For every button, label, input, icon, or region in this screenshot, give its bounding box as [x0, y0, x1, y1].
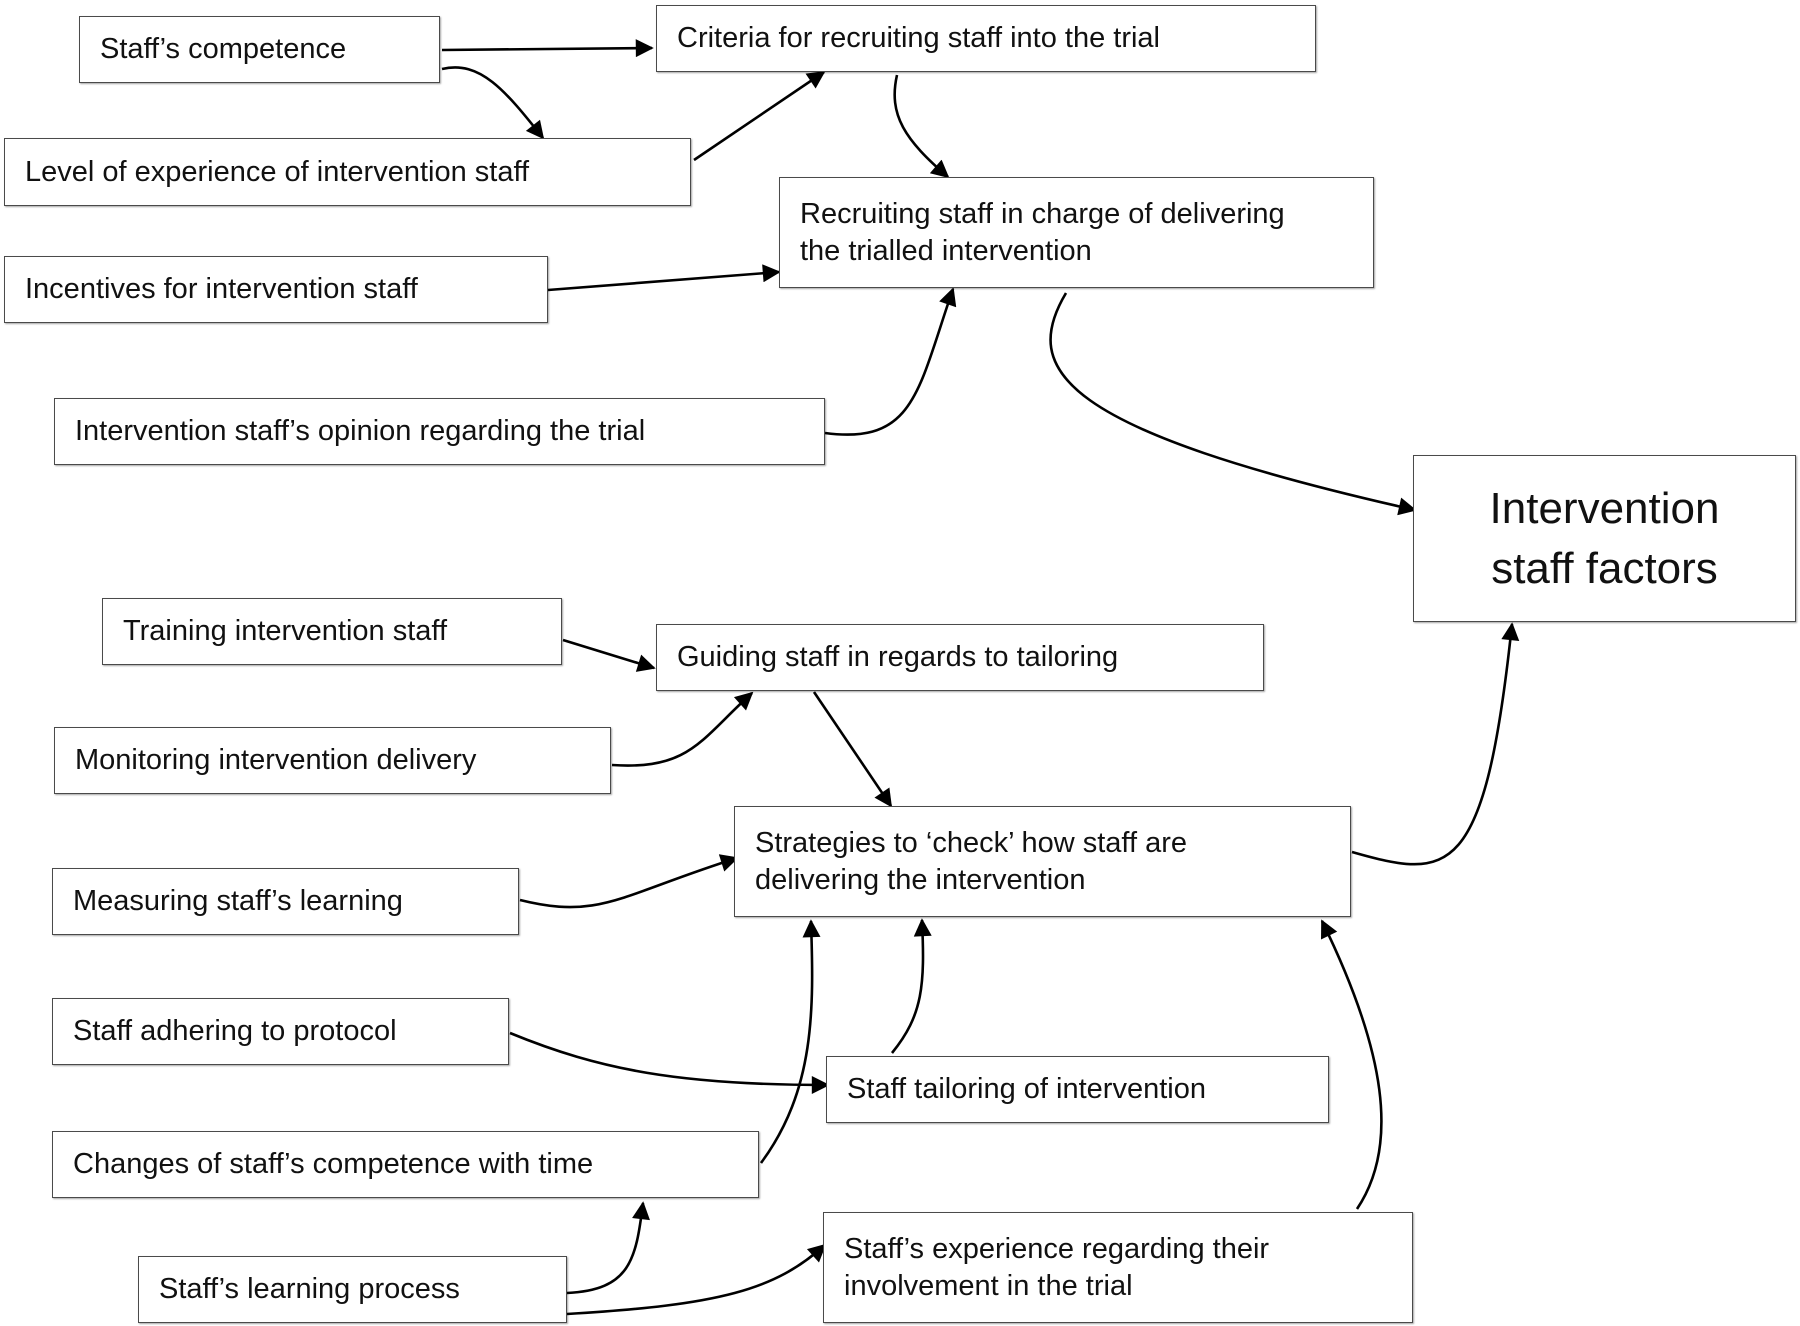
node-staff-tailoring: Staff tailoring of intervention — [826, 1056, 1329, 1123]
edge-guiding-to-strategies — [812, 691, 893, 808]
edge-competence-to-experience — [441, 66, 545, 140]
edge-criteria-to-recruiting — [893, 74, 950, 179]
node-label: Staff adhering to protocol — [73, 1015, 397, 1047]
edge-training-to-guiding — [562, 638, 656, 672]
edge-strategies-to-factors — [1351, 622, 1520, 866]
edge-tailoring-to-strategies — [890, 918, 932, 1054]
edge-adhering-to-tailoring — [509, 1031, 830, 1094]
node-changes-competence: Changes of staff’s competence with time — [52, 1131, 759, 1198]
node-label: Measuring staff’s learning — [73, 885, 403, 917]
node-adhering-protocol: Staff adhering to protocol — [52, 998, 509, 1065]
edge-recruiting-to-factors — [1049, 292, 1417, 516]
node-label: Strategies to ‘check’ how staff are deli… — [755, 826, 1187, 896]
edge-learning-to-involvement — [566, 1243, 827, 1316]
edge-competence-to-criteria — [441, 39, 654, 58]
edge-experience-to-criteria — [693, 70, 826, 162]
edge-involvement-to-strategies — [1320, 919, 1383, 1210]
edge-learning-to-changes — [566, 1201, 650, 1295]
node-label: Changes of staff’s competence with time — [73, 1148, 594, 1180]
node-label: Intervention staff factors — [1489, 483, 1720, 593]
node-level-experience: Level of experience of intervention staf… — [4, 138, 691, 206]
node-intervention-staff-factors: Intervention staff factors — [1413, 455, 1796, 622]
edge-opinion-to-recruiting — [824, 287, 957, 436]
node-incentives: Incentives for intervention staff — [4, 256, 548, 323]
node-training: Training intervention staff — [102, 598, 562, 665]
edge-measuring-to-strategies — [519, 854, 739, 909]
node-label: Intervention staff’s opinion regarding t… — [75, 415, 646, 447]
edge-changes-to-strategies — [759, 919, 821, 1164]
node-staff-opinion: Intervention staff’s opinion regarding t… — [54, 398, 825, 465]
node-label: Criteria for recruiting staff into the t… — [677, 22, 1160, 54]
node-recruiting-staff: Recruiting staff in charge of delivering… — [779, 177, 1374, 288]
node-learning-process: Staff’s learning process — [138, 1256, 567, 1323]
node-monitoring: Monitoring intervention delivery — [54, 727, 611, 794]
node-label: Staff’s competence — [100, 33, 347, 65]
node-staff-experience-involvement: Staff’s experience regarding their invol… — [823, 1212, 1413, 1323]
node-label: Incentives for intervention staff — [25, 273, 418, 305]
node-label: Staff’s learning process — [159, 1273, 460, 1305]
node-label: Recruiting staff in charge of delivering… — [800, 197, 1285, 267]
node-staff-competence: Staff’s competence — [79, 16, 440, 83]
node-label: Level of experience of intervention staf… — [25, 155, 530, 188]
node-label: Training intervention staff — [123, 615, 448, 647]
node-label: Guiding staff in regards to tailoring — [677, 641, 1119, 673]
edge-monitoring-to-guiding — [611, 691, 754, 767]
node-label: Monitoring intervention delivery — [75, 744, 477, 776]
node-guiding-staff: Guiding staff in regards to tailoring — [656, 624, 1264, 691]
node-criteria-recruiting: Criteria for recruiting staff into the t… — [656, 5, 1316, 72]
node-label: Staff’s experience regarding their invol… — [844, 1232, 1270, 1302]
node-label: Staff tailoring of intervention — [847, 1073, 1206, 1105]
node-measuring-learning: Measuring staff’s learning — [52, 868, 519, 935]
node-strategies-check: Strategies to ‘check’ how staff are deli… — [734, 806, 1351, 917]
edge-incentives-to-recruiting — [547, 264, 781, 292]
